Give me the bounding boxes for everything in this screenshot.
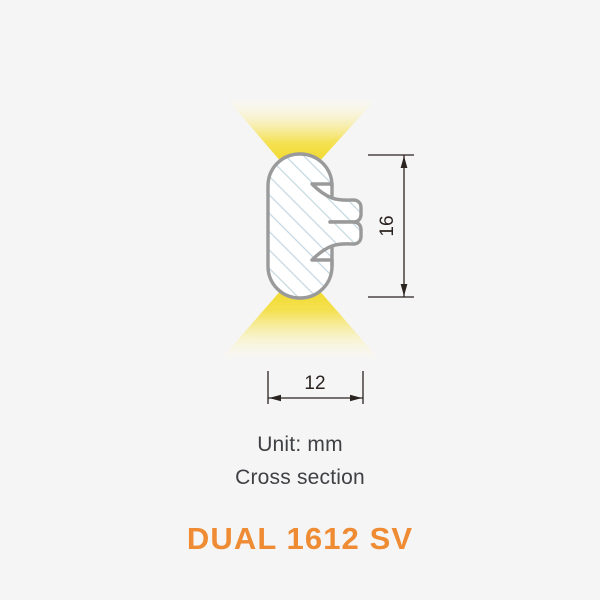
light-beams	[222, 100, 378, 358]
profile-body	[266, 152, 334, 300]
height-dimension-label: 16	[377, 215, 398, 236]
mount-barb-upper	[310, 182, 363, 224]
unit-caption: Unit: mm	[257, 433, 343, 456]
width-arrow-left	[269, 394, 281, 402]
width-dimension: 12	[267, 371, 364, 404]
downward-beam	[222, 289, 378, 358]
product-title-block: DUAL 1612 SV	[0, 521, 600, 557]
upward-beam	[228, 100, 375, 163]
width-arrow-right	[350, 394, 362, 402]
cross-section-caption: Cross section	[235, 466, 365, 489]
height-dimension: 16	[368, 154, 414, 298]
mount-barb-lower	[310, 220, 363, 262]
profile-cross-section	[266, 152, 363, 300]
caption-block: Unit: mm Cross section	[0, 428, 600, 494]
height-arrow-top	[400, 156, 408, 168]
height-arrow-bottom	[400, 284, 408, 296]
width-dimension-label: 12	[304, 373, 325, 394]
product-title: DUAL 1612 SV	[186, 521, 414, 556]
